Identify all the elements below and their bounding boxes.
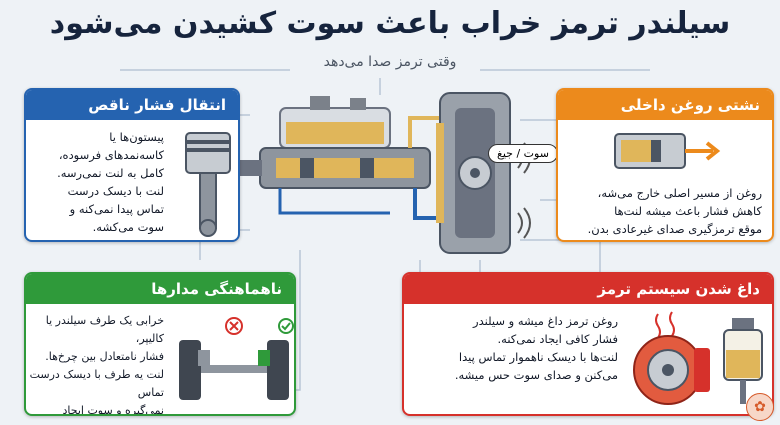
text-line: لنت‌ها با دیسک ناهموار تماس پیدا xyxy=(458,350,618,364)
card-leak-title: نشتی روغن داخلی xyxy=(558,90,772,120)
leak-cylinder-icon xyxy=(614,133,721,169)
text-line: کاسه‌نمدهای فرسوده، xyxy=(58,148,164,162)
page-subtitle: وقتی ترمز صدا می‌دهد xyxy=(323,54,457,70)
card-circuit-imbalance: ناهماهنگی مدارها خرابی یک طرف سیلندر یا … xyxy=(24,272,296,416)
card-overheat-title: داغ شدن سیستم ترمز xyxy=(404,274,772,304)
piston-icon xyxy=(185,132,231,237)
text-line: روغن از مسیر اصلی خارج می‌شه، xyxy=(597,186,762,200)
page-title: سیلندر ترمز خراب باعث سوت کشیدن می‌شود xyxy=(49,6,731,41)
card-pressure-title: انتقال فشار ناقص xyxy=(26,90,238,120)
text-line: سوت می‌کشه. xyxy=(92,220,164,234)
card-leak-text: روغن از مسیر اصلی خارج می‌شه، کاهش فشار … xyxy=(558,176,772,240)
text-line: می‌کنن و صدای سوت حس میشه. xyxy=(454,368,618,382)
fluid-reservoir-icon xyxy=(723,318,763,404)
card-balance-title: ناهماهنگی مدارها xyxy=(26,274,294,304)
card-overheat-text: روغن ترمز داغ میشه و سیلندر فشار کافی ای… xyxy=(404,304,628,414)
text-line: موقع ترمزگیری صدای غیرعادی بدن. xyxy=(587,222,762,236)
card-pressure-text: پیستون‌ها یا کاسه‌نمدهای فرسوده، کامل به… xyxy=(26,120,174,240)
text-line: لنت یه طرف با دیسک درست تماس xyxy=(29,368,164,399)
card-internal-leak: نشتی روغن داخلی روغن از مسیر اصلی خارج م… xyxy=(556,88,774,242)
logo-icon: ✿ xyxy=(746,393,774,421)
text-line: روغن ترمز داغ میشه و سیلندر xyxy=(473,314,618,328)
card-pressure-transfer: انتقال فشار ناقص پیستون‌ها یا کاسه‌نمدها… xyxy=(24,88,240,242)
text-line: فشار نامتعادل بین چرخ‌ها. xyxy=(45,350,164,363)
text-line: خرابی یک طرف سیلندر یا کالیپر، xyxy=(45,314,164,345)
brake-system-illustration xyxy=(240,92,531,254)
hot-disc-icon xyxy=(633,311,710,405)
text-line: لنت با دیسک درست xyxy=(67,184,164,198)
card-balance-text: خرابی یک طرف سیلندر یا کالیپر، فشار نامت… xyxy=(26,304,174,416)
check-icon xyxy=(278,318,294,334)
text-line: کامل به لنت نمی‌رسه. xyxy=(57,166,164,180)
text-line: تماس پیدا نمی‌کنه و xyxy=(69,202,164,216)
text-line: کاهش فشار باعث میشه لنت‌ها xyxy=(614,204,762,218)
text-line: فشار کافی ایجاد نمی‌کنه. xyxy=(497,332,619,346)
axle-icon xyxy=(179,317,294,400)
text-line: نمی‌گیره و سوت ایجاد می‌کنه. xyxy=(62,404,164,416)
sound-bubble: سوت / جیغ xyxy=(488,144,558,163)
text-line: پیستون‌ها یا xyxy=(109,130,164,144)
card-overheating: داغ شدن سیستم ترمز روغن ترمز داغ میشه و … xyxy=(402,272,774,416)
